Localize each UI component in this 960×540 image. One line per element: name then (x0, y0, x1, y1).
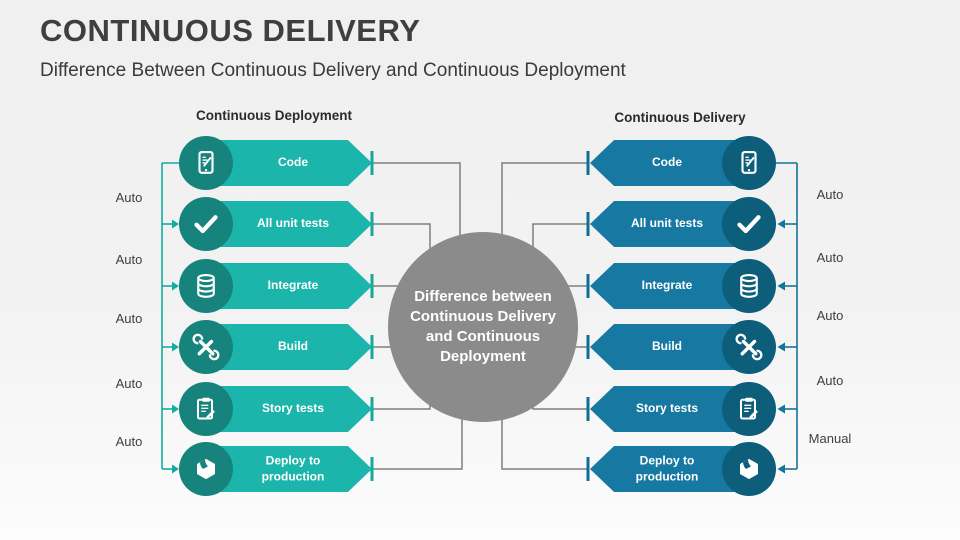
right-transition-label: Auto (816, 250, 844, 265)
right-transition-label: Auto (816, 187, 844, 202)
stage-label: Integrate (267, 278, 319, 293)
left-column-header: Continuous Deployment (196, 108, 352, 123)
stage-circle (722, 320, 776, 374)
stage-circle (722, 259, 776, 313)
left-transition-label: Auto (115, 252, 143, 267)
stage-circle (179, 382, 233, 436)
stage-label: All unit tests (256, 216, 329, 231)
database-icon (740, 273, 758, 298)
tablet-code-icon (198, 150, 214, 174)
stage-circle (179, 442, 233, 496)
stage-circle (722, 442, 776, 496)
center-circle-text: Difference between Continuous Delivery a… (410, 288, 556, 365)
right-flow-line (776, 162, 798, 470)
stage-label: Code (652, 155, 682, 170)
stage-label: Integrate (641, 278, 693, 293)
left-transition-label: Auto (115, 376, 143, 391)
stage-label: Deploy to production (261, 453, 325, 483)
stage-label: Story tests (261, 401, 325, 416)
left-transition-label: Auto (115, 190, 143, 205)
stage-circle (722, 197, 776, 251)
stage-label: Build (652, 339, 682, 354)
tools-icon (191, 333, 221, 361)
left-transition-label: Auto (115, 434, 143, 449)
database-icon (197, 273, 215, 298)
right-column-header: Continuous Delivery (614, 110, 746, 125)
stage-circle (179, 136, 233, 190)
stage-circle (722, 136, 776, 190)
clipboard-pencil-icon (197, 396, 216, 420)
checkmark-icon (734, 209, 764, 239)
right-transition-label: Auto (816, 373, 844, 388)
stage-circle (179, 197, 233, 251)
page-title: CONTINUOUS DELIVERY (40, 13, 421, 48)
stage-label: Build (278, 339, 308, 354)
tools-icon (734, 333, 764, 361)
left-transition-label: Auto (115, 311, 143, 326)
stage-label: All unit tests (630, 216, 703, 231)
stage-label: Deploy to production (635, 453, 699, 483)
package-box-icon (197, 458, 215, 480)
stage-label: Code (278, 155, 308, 170)
stage-label: Story tests (635, 401, 699, 416)
tablet-code-icon (741, 150, 757, 174)
right-transition-label: Manual (808, 431, 852, 446)
right-flow-arrowheads (777, 219, 785, 474)
stage-circle (179, 259, 233, 313)
checkmark-icon (191, 209, 221, 239)
package-box-icon (740, 458, 758, 480)
stage-circle (722, 382, 776, 436)
left-flow-arrowheads (172, 219, 179, 474)
right-transition-label: Auto (816, 308, 844, 323)
center-circle: Difference between Continuous Delivery a… (388, 232, 578, 422)
clipboard-pencil-icon (740, 396, 759, 420)
page-subtitle: Difference Between Continuous Delivery a… (40, 60, 626, 81)
left-flow-line (161, 162, 179, 470)
stage-circle (179, 320, 233, 374)
